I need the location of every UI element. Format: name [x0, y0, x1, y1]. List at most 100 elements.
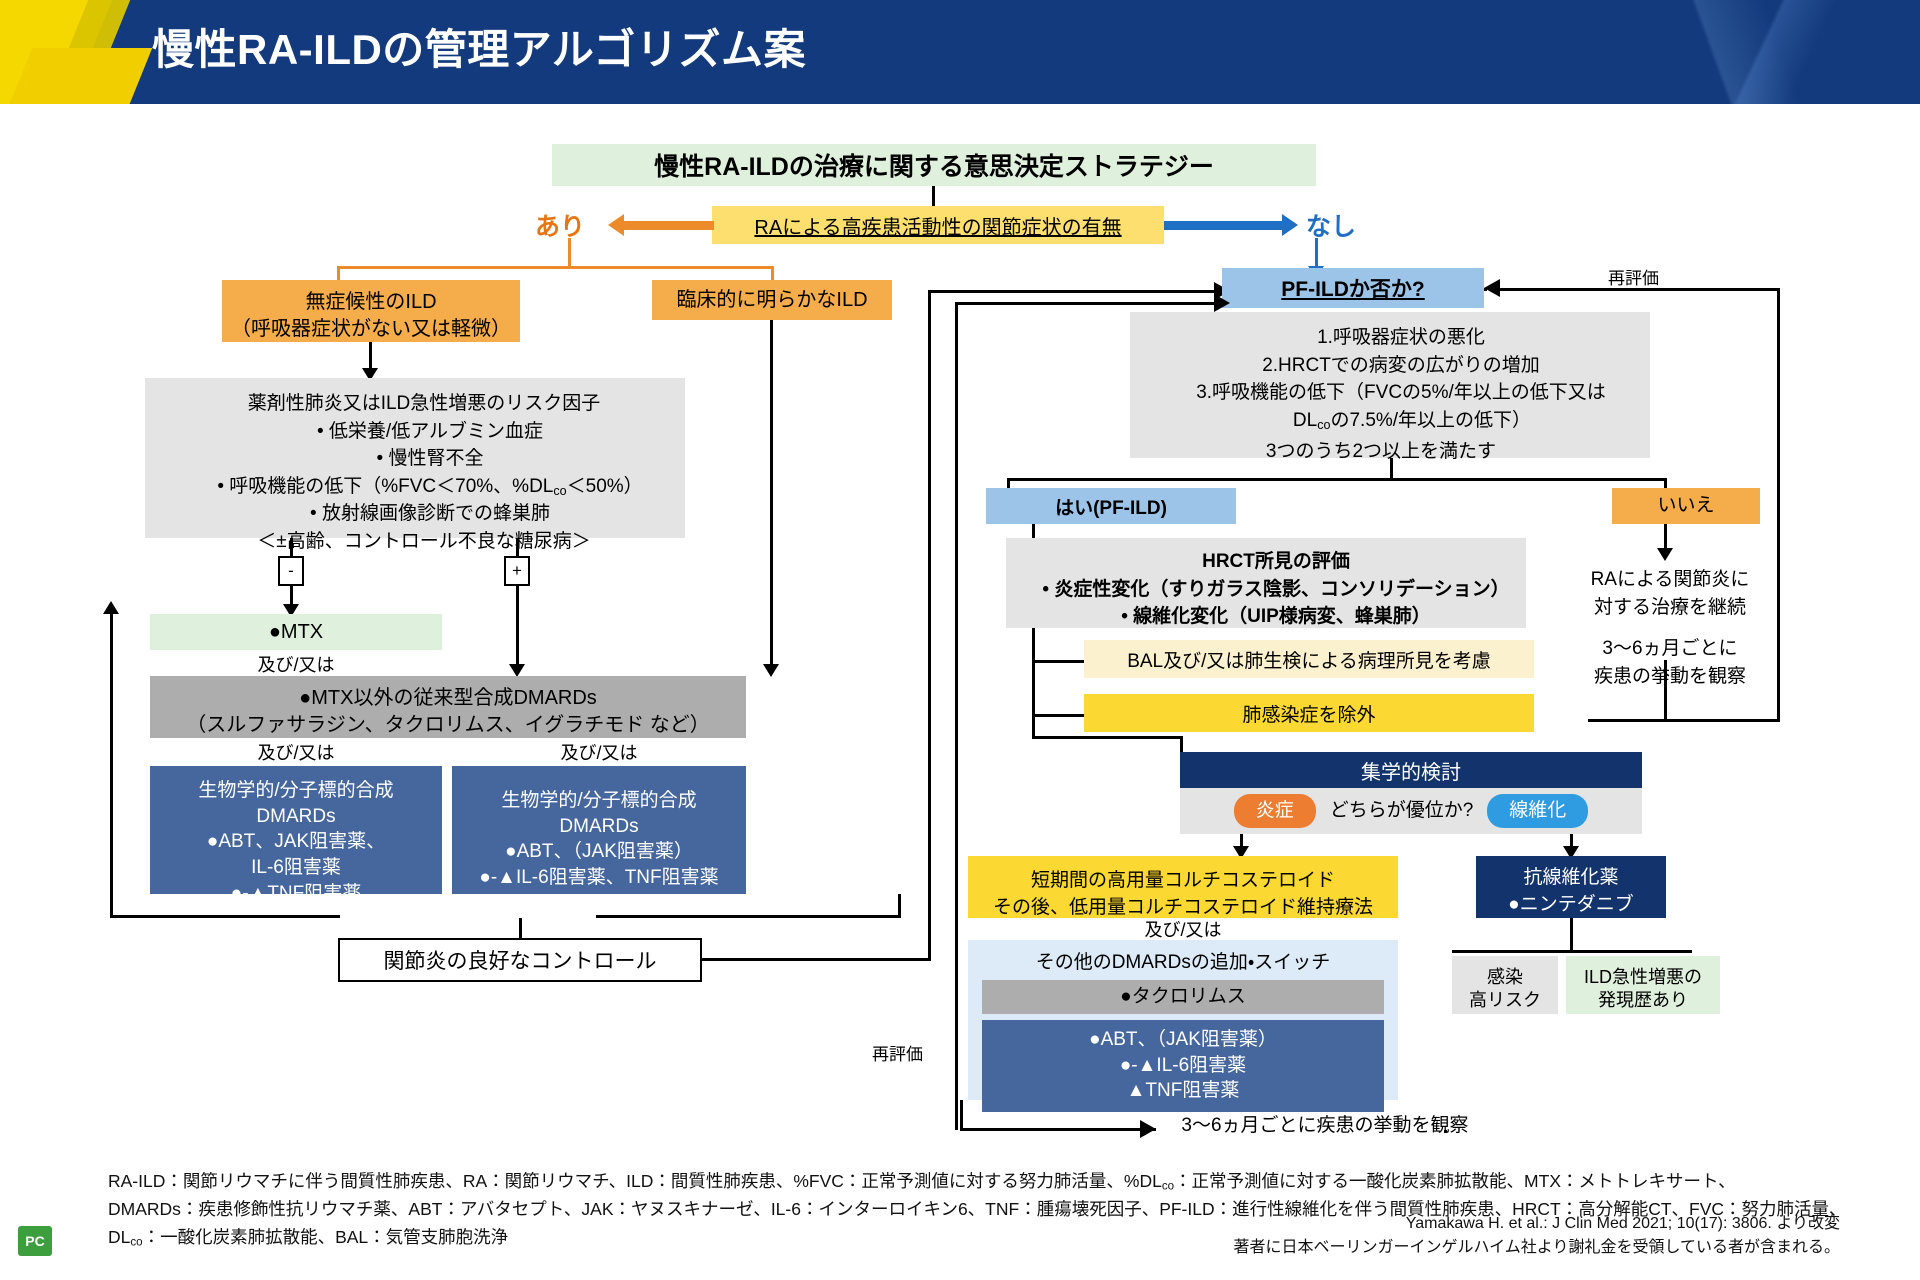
banner-decoration-right — [1500, 0, 1920, 104]
risk-factor-item-3: • 呼吸機能の低下（%FVC＜70%、%DLco＜50%） — [217, 475, 643, 498]
reassess-loop-right — [1777, 288, 1780, 722]
criteria-item-1: 1.呼吸器症状の悪化 — [1317, 327, 1485, 348]
bdmards-right-line3: ●ABT、（JAK阻害薬） — [505, 841, 693, 863]
criteria-yes-drop — [1007, 478, 1010, 488]
no-branch-loop-stem — [1664, 660, 1667, 720]
risk-factor-item-1: • 低栄養/低アルブミン血症 — [316, 420, 544, 442]
steroid-line1: 短期間の高用量コルチコステロイド — [1030, 870, 1335, 891]
other-dmards-title: その他のDMARDsの追加・スイッチ — [1035, 952, 1331, 973]
ae-history-line1: ILD急性増悪の — [1583, 967, 1702, 987]
ae-history-line2: 発現歴あり — [1598, 990, 1688, 1011]
plus-indicator: + — [504, 556, 530, 586]
no-branch-line4: 疾患の挙動を観察 — [1593, 665, 1746, 687]
box-pf-ild-question: PF-ILDか否か? — [1222, 268, 1484, 308]
observe-line-left — [960, 1128, 1156, 1131]
reassess-loop-top — [1500, 288, 1780, 291]
clinical-ild-stem — [770, 320, 773, 668]
no-branch-line1: RAによる関節炎に — [1590, 569, 1750, 590]
box-tacrolimus: ●タクロリムス — [982, 980, 1384, 1014]
pf-ild-question-text: PF-ILDか否か? — [1281, 278, 1425, 301]
pfild-right-tick — [1484, 288, 1487, 291]
mdd-to-steroid — [1240, 834, 1243, 850]
mdd-which-label: どちらが優位か? — [1329, 800, 1474, 822]
box-pfild-criteria: 1.呼吸器症状の悪化 2.HRCTでの病変の広がりの増加 3.呼吸機能の低下（F… — [1130, 312, 1650, 462]
label-observe: 3〜6ヵ月ごとに疾患の挙動を観察 — [1181, 1115, 1469, 1137]
arrow-no-line — [1164, 221, 1282, 230]
mdd-to-steroid-arrow — [1233, 846, 1249, 859]
yes-to-hrct — [1032, 524, 1035, 540]
yes-branch-stem — [568, 238, 571, 268]
box-antifibrotic: 抗線維化薬 ●ニンテダニブ — [1476, 856, 1666, 918]
box-other-bdmards: ●ABT、（JAK阻害薬） ●-▲IL-6阻害薬 ▲TNF阻害薬 — [982, 1020, 1384, 1112]
footnote-line-2: DMARDs：疾患修飾性抗リウマチ薬、ABT：アバタセプト、JAK：ヤヌスキナー… — [108, 1199, 1847, 1220]
minus-arrow — [283, 604, 299, 617]
criteria-item-2: 2.HRCTでの病変の広がりの増加 — [1262, 354, 1540, 376]
mdd-to-antifibrotic-arrow — [1563, 846, 1579, 859]
box-asymptomatic-ild: 無症候性のILD （呼吸器症状がない又は軽微） — [222, 280, 520, 342]
box-good-control: 関節炎の良好なコントロール — [338, 938, 702, 982]
box-no-pfild: いいえ — [1612, 488, 1760, 524]
label-and-or-2: 及び/又は — [257, 742, 335, 763]
yes-branch-right-drop — [771, 266, 774, 288]
footnote-line-1: RA-ILD：関節リウマチに伴う間質性肺疾患、RA：関節リウマチ、ILD：間質性… — [108, 1171, 1736, 1193]
clinical-ild-arrow — [763, 664, 779, 677]
infection-risk-line1: 感染 — [1487, 967, 1523, 987]
label-and-or-right: 及び/又は — [1144, 919, 1222, 940]
no-branch-down — [1664, 524, 1667, 550]
criteria-summary: 3つのうち2つ以上を満たす — [1265, 441, 1497, 463]
box-bdmards-left: 生物学的/分子標的合成 DMARDs ●ABT、JAK阻害薬、 IL-6阻害薬 … — [150, 766, 442, 904]
badge-fibrosis: 線維化 — [1487, 794, 1589, 828]
hrct-item-2: • 線維化変化（UIP様病変、蜂巣肺） — [1121, 606, 1431, 628]
box-bal: BAL及び/又は肺生検による病理所見を考慮 — [1084, 640, 1534, 678]
hrct-item-1: • 炎症性変化（すりガラス陰影、コンソリデーション） — [1042, 578, 1510, 600]
no-branch-stem — [1315, 238, 1318, 268]
antifibrotic-bus — [1452, 950, 1692, 953]
plus-stem-bottom — [516, 586, 519, 666]
mdd-stem — [1180, 736, 1183, 754]
connector-asym-to-risk — [369, 342, 372, 370]
good-control-stem — [519, 918, 522, 938]
feedback-left-vertical — [110, 614, 113, 918]
bdmards-left-line2: DMARDs — [256, 805, 336, 827]
box-exclude-infection: 肺感染症を除外 — [1084, 694, 1534, 732]
mdd-to-antifibrotic — [1570, 834, 1573, 850]
page-title: 慢性RA-ILDの管理アルゴリズム案 — [152, 26, 807, 73]
risk-factors-title: 薬剤性肺炎又はILD急性増悪のリスク因子 — [247, 393, 601, 414]
page-banner: 慢性RA-ILDの管理アルゴリズム案 — [0, 0, 1920, 104]
box-ae-history: ILD急性増悪の 発現歴あり — [1566, 956, 1720, 1014]
observe-arrow — [1140, 1120, 1156, 1138]
yes-branch-left-drop — [337, 266, 340, 288]
hrct-spine — [1032, 628, 1035, 738]
bdmards-left-line3: ●ABT、JAK阻害薬、 — [206, 831, 386, 853]
infection-risk-line2: 高リスク — [1469, 990, 1541, 1011]
criteria-no-drop — [1664, 478, 1667, 488]
bdmards-right-line2: DMARDs — [559, 815, 639, 837]
hrct-to-mdd — [1032, 736, 1182, 739]
risk-factor-item-4: • 放射線画像診断での蜂巣肺 — [310, 503, 550, 525]
hrct-to-infection — [1032, 714, 1084, 717]
credit-line-1: Yamakawa H. et al.: J Clin Med 2021; 10(… — [1405, 1215, 1840, 1232]
footnotes: RA-ILD：関節リウマチに伴う間質性肺疾患、RA：関節リウマチ、ILD：間質性… — [108, 1168, 1848, 1252]
credit-line-2: 著者に日本ベーリンガーインゲルハイム社より謝礼金を受領している者が含まれる。 — [1233, 1239, 1840, 1256]
reassess-left-riser — [955, 302, 958, 1130]
criteria-bus — [1007, 478, 1667, 481]
criteria-item-3a: 3.呼吸機能の低下（FVCの5%/年以上の低下又は — [1196, 382, 1606, 404]
risk-factor-item-2: • 慢性腎不全 — [376, 448, 484, 470]
bdmards-left-line5: ●-▲TNF阻害薬 — [230, 882, 362, 904]
other-bdmards-line1: ●ABT、（JAK阻害薬） — [1089, 1029, 1277, 1050]
strategy-title: 慢性RA-ILDの治療に関する意思決定ストラテジー — [552, 144, 1316, 186]
no-branch-text: RAによる関節炎に 対する治療を継続 3〜6ヵ月ごとに 疾患の挙動を観察 — [1530, 566, 1810, 690]
connector-strategy-question — [932, 186, 935, 212]
minus-stem-top — [290, 538, 293, 556]
observe-riser — [960, 1100, 963, 1130]
risk-factors-note: ＜±高齢、コントロール不良な糖尿病＞ — [257, 530, 591, 552]
steroid-line2: その後、低用量コルチコステロイド維持療法 — [992, 897, 1373, 918]
arrow-yes-line — [624, 221, 714, 230]
antifibrotic-stem — [1570, 918, 1573, 952]
connector-asym-to-risk-arrow — [362, 368, 378, 381]
label-and-or-1: 及び/又は — [257, 654, 335, 675]
box-hrct: HRCT所見の評価 • 炎症性変化（すりガラス陰影、コンソリデーション） • 線… — [1006, 538, 1526, 628]
reassess-left-arrow — [1214, 294, 1230, 312]
good-control-to-pfild — [928, 290, 1218, 293]
good-control-bus — [596, 915, 901, 918]
